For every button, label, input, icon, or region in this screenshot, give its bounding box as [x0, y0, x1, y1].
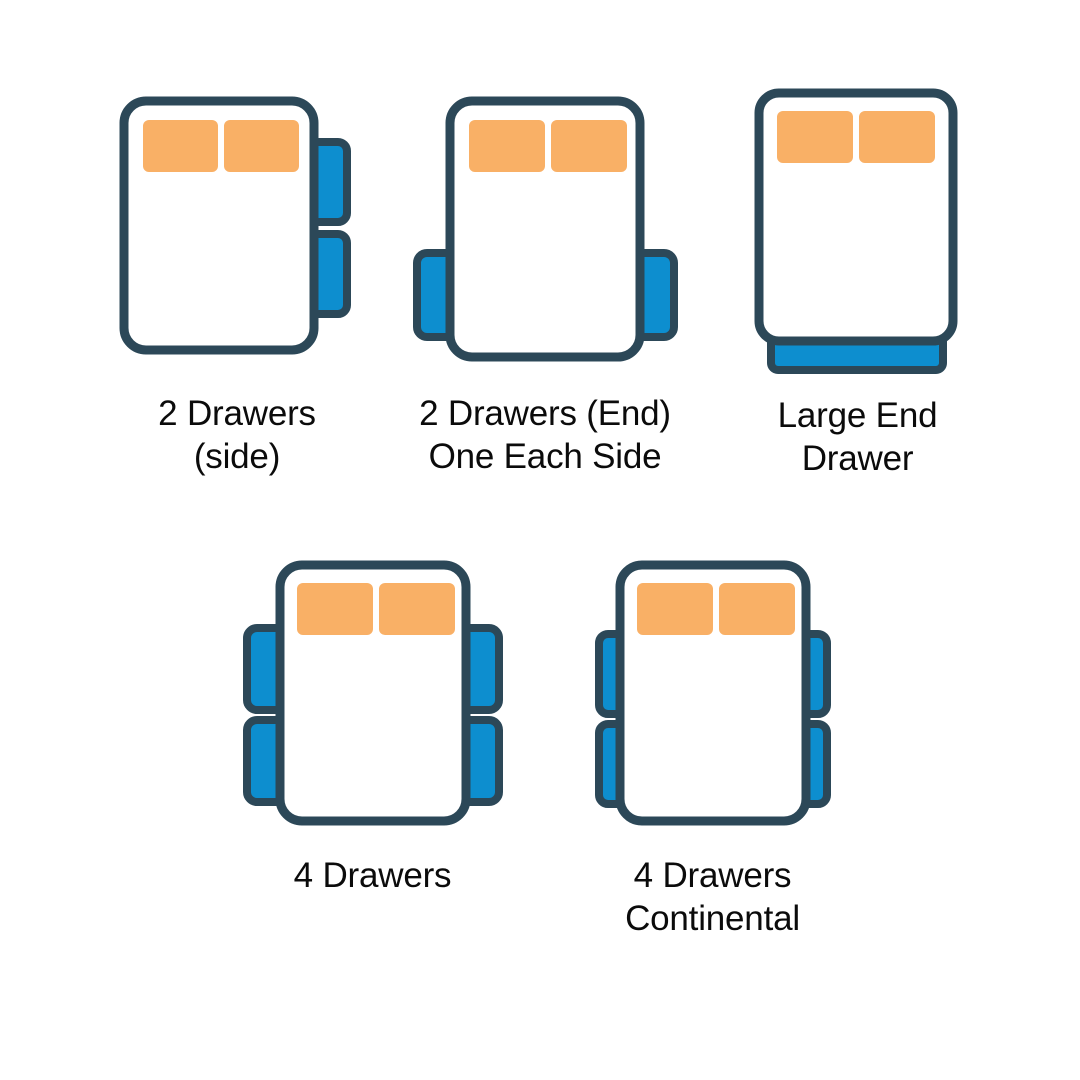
bed-illustration-four-drawers-continental: [575, 552, 850, 837]
caption-two-drawers-end: 2 Drawers (End) One Each Side: [419, 394, 671, 476]
diagram-four-drawers[interactable]: 4 Drawers: [235, 552, 510, 895]
bed-illustration-two-drawers-end: [405, 88, 685, 373]
diagram-large-end-drawer[interactable]: Large End Drawer: [745, 80, 995, 478]
caption-two-drawers-side: 2 Drawers (side): [158, 394, 316, 476]
caption-four-drawers-continental: 4 Drawers Continental: [625, 856, 800, 938]
bed-illustration-large-end-drawer: [745, 80, 995, 380]
diagram-two-drawers-end[interactable]: 2 Drawers (End) One Each Side: [405, 88, 685, 476]
caption-four-drawers: 4 Drawers: [293, 856, 452, 895]
bed-illustration-four-drawers: [235, 552, 510, 837]
diagram-two-drawers-side[interactable]: 2 Drawers (side): [100, 88, 370, 476]
bed-illustration-two-drawers-side: [100, 88, 370, 373]
caption-large-end-drawer: Large End Drawer: [777, 396, 938, 478]
diagram-four-drawers-continental[interactable]: 4 Drawers Continental: [575, 552, 850, 938]
